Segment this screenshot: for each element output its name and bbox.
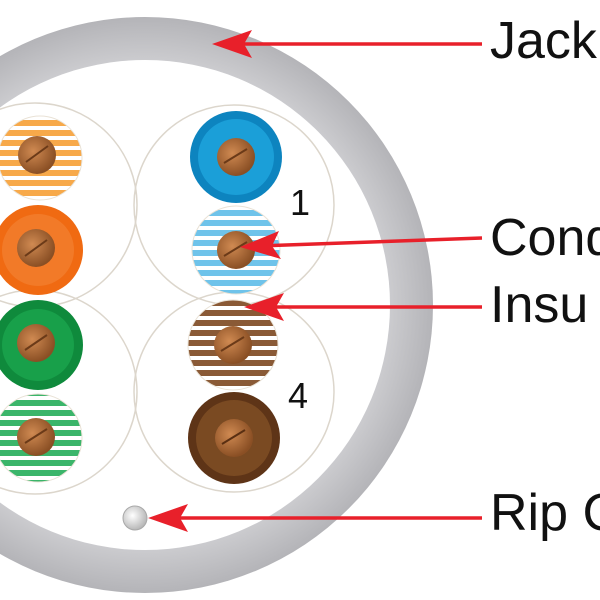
- callout-arrows: [148, 30, 483, 532]
- wire-green-white: [0, 393, 83, 483]
- label-jacket: Jack: [490, 12, 598, 70]
- conductor-copper: [217, 231, 255, 269]
- wire-green-solid: [0, 300, 83, 390]
- wire-brown-white: [187, 299, 279, 391]
- rip-cord: [122, 505, 148, 531]
- label-conductor: Cond: [490, 209, 600, 267]
- wire-blue-solid: [190, 111, 282, 203]
- arrow-conductor: [240, 231, 483, 259]
- arrow-insulation: [244, 293, 482, 321]
- label-ripcord: Rip C: [490, 484, 600, 542]
- arrow-jacket: [212, 30, 482, 58]
- pair-number-4: 4: [288, 375, 308, 416]
- conductor-copper: [215, 419, 253, 457]
- conductor-copper: [217, 138, 255, 176]
- pair-number-1: 1: [290, 182, 310, 223]
- wire-orange-white: [0, 115, 83, 201]
- cable-core: [0, 60, 390, 550]
- wire-blue-white: [191, 205, 281, 295]
- label-insulation: Insu: [490, 276, 588, 334]
- wire-orange-solid: [0, 205, 83, 295]
- arrow-ripcord: [148, 504, 482, 532]
- conductor-copper: [214, 326, 252, 364]
- wire-brown-solid: [188, 392, 280, 484]
